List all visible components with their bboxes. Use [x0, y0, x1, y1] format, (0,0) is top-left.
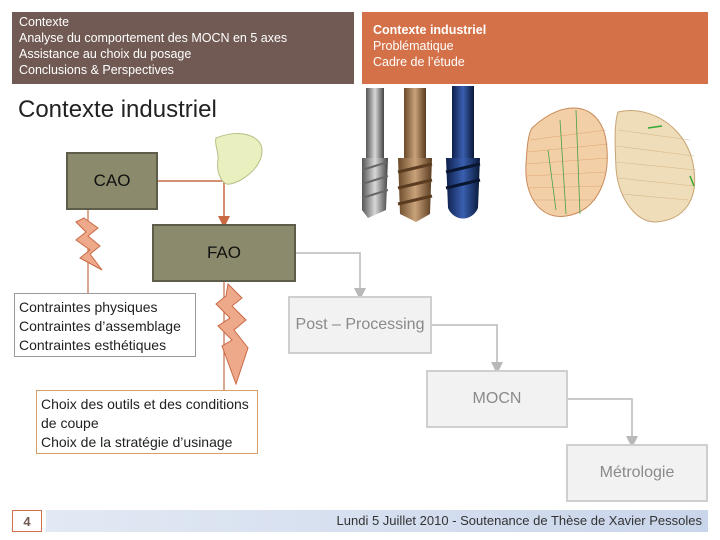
lightning-icon — [75, 217, 103, 271]
header-right-item: Cadre de l’étude — [373, 55, 465, 69]
metrologie-box[interactable]: Métrologie — [566, 444, 708, 502]
choices-box: Choix des outils et des conditions de co… — [36, 390, 258, 454]
connector-cao-fao — [158, 180, 230, 228]
connector-mocn-metrologie — [568, 398, 638, 448]
footer-bar — [46, 510, 708, 532]
header-right-item: Problématique — [373, 39, 454, 53]
constraint-item: Contraintes esthétiques — [19, 337, 167, 353]
post-processing-box[interactable]: Post – Processing — [288, 296, 432, 354]
fao-box[interactable]: FAO — [152, 224, 296, 282]
choice-item: Choix des outils et des conditions de co… — [41, 396, 249, 431]
machined-part-image — [525, 107, 697, 223]
leaf-part-image — [215, 133, 263, 185]
connector-fao-post — [296, 252, 366, 300]
header-section-right[interactable]: Contexte industriel Problématique Cadre … — [362, 12, 708, 84]
choice-item: Choix de la stratégie d’usinage — [41, 434, 233, 450]
header-left-title: Contexte — [19, 15, 70, 29]
connector-post-mocn — [432, 324, 503, 374]
constraint-item: Contraintes physiques — [19, 299, 158, 315]
slide-title: Contexte industriel — [18, 96, 217, 123]
mocn-box[interactable]: MOCN — [426, 370, 568, 428]
header-right-title: Contexte industriel — [373, 23, 487, 37]
header-left-item: Analyse du comportement des MOCN en 5 ax… — [19, 31, 288, 45]
page-number: 4 — [12, 510, 42, 532]
cutting-tools-image — [361, 86, 481, 222]
constraints-box: Contraintes physiques Contraintes d’asse… — [14, 293, 196, 357]
cao-box[interactable]: CAO — [66, 152, 158, 210]
header-left-item: Assistance au choix du posage — [19, 47, 192, 61]
header-section-left[interactable]: Contexte Analyse du comportement des MOC… — [12, 12, 354, 84]
footer-text: Lundi 5 Juillet 2010 - Soutenance de Thè… — [336, 513, 702, 528]
lightning-icon — [215, 282, 249, 386]
constraint-item: Contraintes d’assemblage — [19, 318, 181, 334]
header-left-item: Conclusions & Perspectives — [19, 63, 174, 77]
